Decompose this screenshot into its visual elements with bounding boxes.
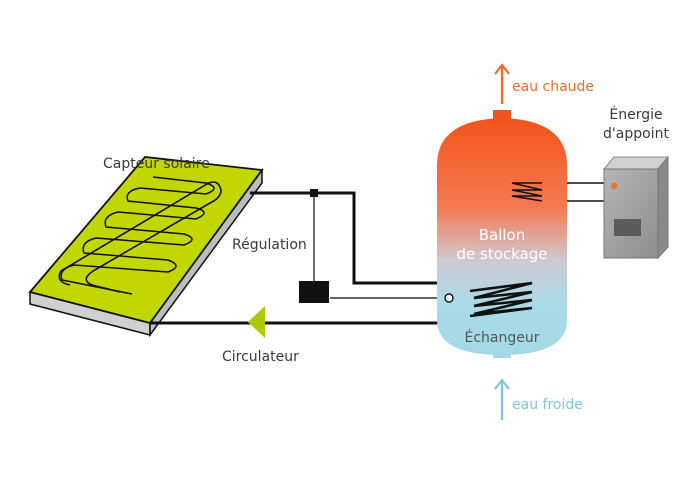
collector-label: Capteur solaire [103, 156, 210, 172]
storage-tank-label-line2: de stockage [456, 245, 548, 263]
cold-water-label: eau froide [512, 397, 583, 413]
regulation-wiring [313, 193, 446, 299]
triangle-left-icon [248, 306, 265, 338]
collector-coil [58, 181, 222, 293]
auxiliary-energy-box [602, 155, 670, 260]
control-display [614, 219, 641, 236]
solar-collector [28, 156, 264, 338]
indicator-light [610, 182, 618, 190]
return-pipe [150, 316, 472, 325]
storage-tank [437, 110, 567, 358]
arrow-up-icon [494, 378, 510, 420]
sensor-node [310, 189, 318, 197]
arrow-up-icon [494, 63, 510, 104]
storage-tank-label-line1: Ballon [478, 226, 526, 244]
aux-heating-coil [511, 182, 543, 202]
tank-body [437, 118, 567, 355]
regulation-box [299, 281, 329, 303]
auxiliary-energy-label-line2: d'appoint [603, 126, 669, 142]
temperature-probe [444, 293, 454, 303]
regulation-label: Régulation [232, 237, 307, 253]
exchanger-label: Échangeur [464, 330, 540, 346]
auxiliary-energy-label-line1: Énergie [609, 107, 663, 123]
circulator-label: Circulateur [222, 349, 299, 365]
hot-water-label: eau chaude [512, 79, 595, 95]
collector-serpentine [60, 176, 215, 295]
exchanger-coil [469, 281, 533, 318]
